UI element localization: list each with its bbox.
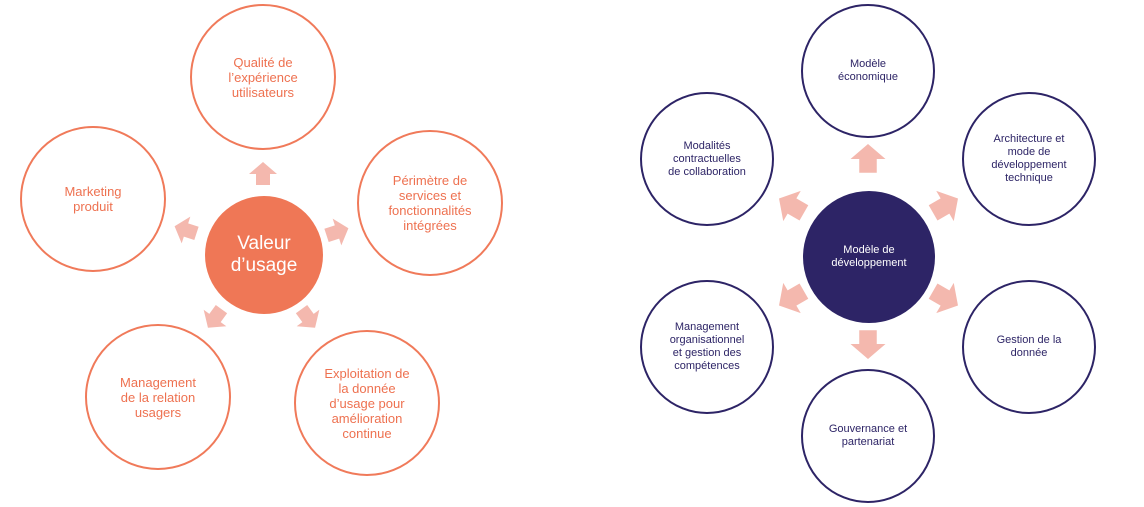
node-management-organisationnel: Management organisationnel et gestion de… [640,280,774,414]
connector-arrow-icon [850,330,886,359]
node-label: Management de la relation usagers [120,374,196,420]
center-modele-developpement: Modèle de développement [803,191,935,323]
node-marketing-produit: Marketing produit [20,126,166,272]
connector-arrow-icon [174,216,199,244]
connector-arrow-icon [295,304,320,328]
node-modalites-contractuelles: Modalités contractuelles de collaboratio… [640,92,774,226]
connector-arrow-icon [928,190,958,222]
node-label: Architecture et mode de développement te… [991,133,1067,184]
node-architecture: Architecture et mode de développement te… [962,92,1096,226]
connector-arrow-icon [779,282,809,314]
center-valeur-usage: Valeur d’usage [205,196,323,314]
connector-arrow-icon [203,304,228,328]
connector-arrow-icon [850,144,886,173]
node-gouvernance: Gouvernance et partenariat [801,369,935,503]
connector-arrow-icon [249,162,277,185]
node-label: Qualité de l’expérience utilisateurs [228,54,298,100]
node-label: Management organisationnel et gestion de… [669,321,745,372]
node-perimetre-services: Périmètre de services et fonctionnalités… [357,130,503,276]
center-label: Valeur d’usage [230,233,298,276]
node-label: Périmètre de services et fonctionnalités… [388,173,472,233]
node-gestion-donnee: Gestion de la donnée [962,280,1096,414]
center-label: Modèle de développement [831,244,907,269]
node-modele-economique: Modèle économique [801,4,935,138]
node-qualite-experience: Qualité de l’expérience utilisateurs [190,4,336,150]
node-management-relation: Management de la relation usagers [85,324,231,470]
node-label: Gestion de la donnée [996,334,1062,359]
connector-arrow-icon [324,218,349,246]
node-label: Modalités contractuelles de collaboratio… [668,139,746,178]
connector-arrow-icon [928,282,958,314]
node-exploitation-donnee: Exploitation de la donnée d’usage pour a… [294,330,440,476]
node-label: Marketing produit [64,184,122,214]
connector-arrow-icon [779,190,809,222]
node-label: Gouvernance et partenariat [828,423,908,448]
node-label: Exploitation de la donnée d’usage pour a… [324,365,410,441]
node-label: Modèle économique [838,58,898,83]
